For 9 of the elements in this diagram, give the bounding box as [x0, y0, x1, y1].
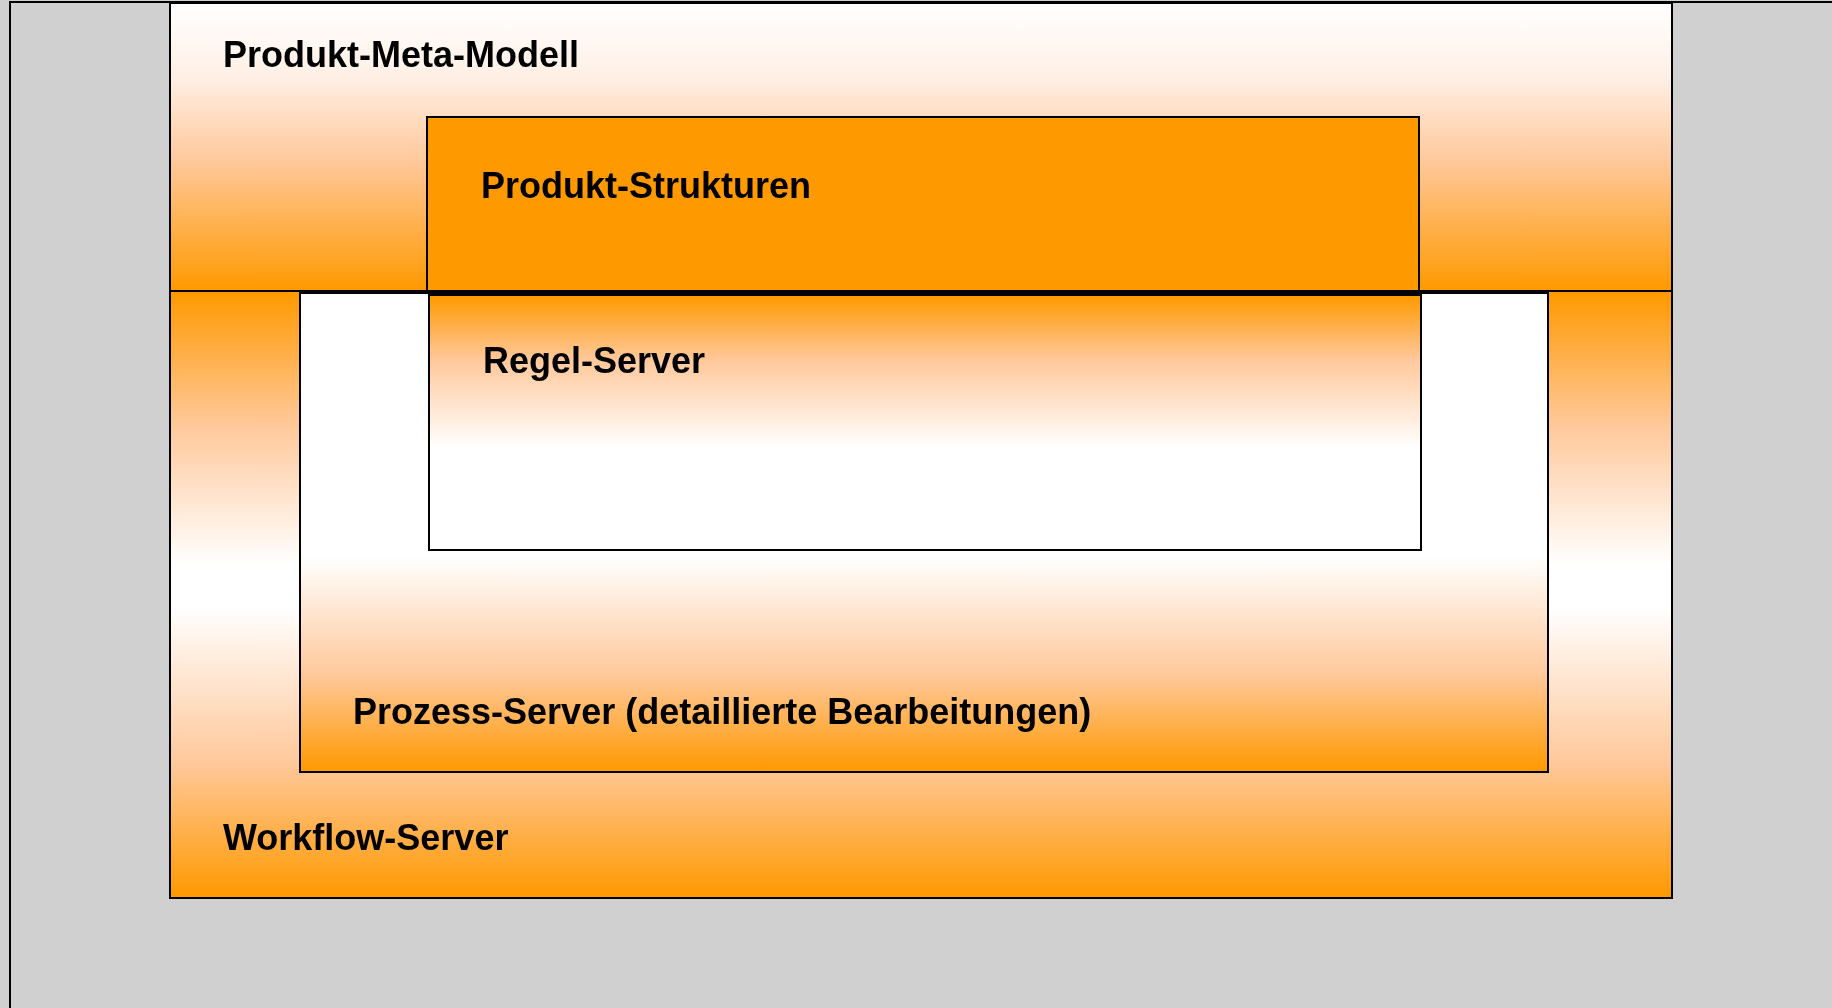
layer-label: Produkt-Meta-Modell — [223, 37, 579, 73]
layer-label: Produkt-Strukturen — [481, 168, 811, 204]
layer-label: Regel-Server — [483, 343, 706, 379]
layer-panel — [428, 294, 1422, 551]
layer-label: Prozess-Server (detaillierte Bearbeitungen) — [353, 694, 1092, 730]
layer-band — [169, 290, 1673, 899]
layer-band — [169, 2, 1673, 292]
layer-panel — [299, 292, 1549, 773]
layer-label: Workflow-Server — [223, 820, 509, 856]
